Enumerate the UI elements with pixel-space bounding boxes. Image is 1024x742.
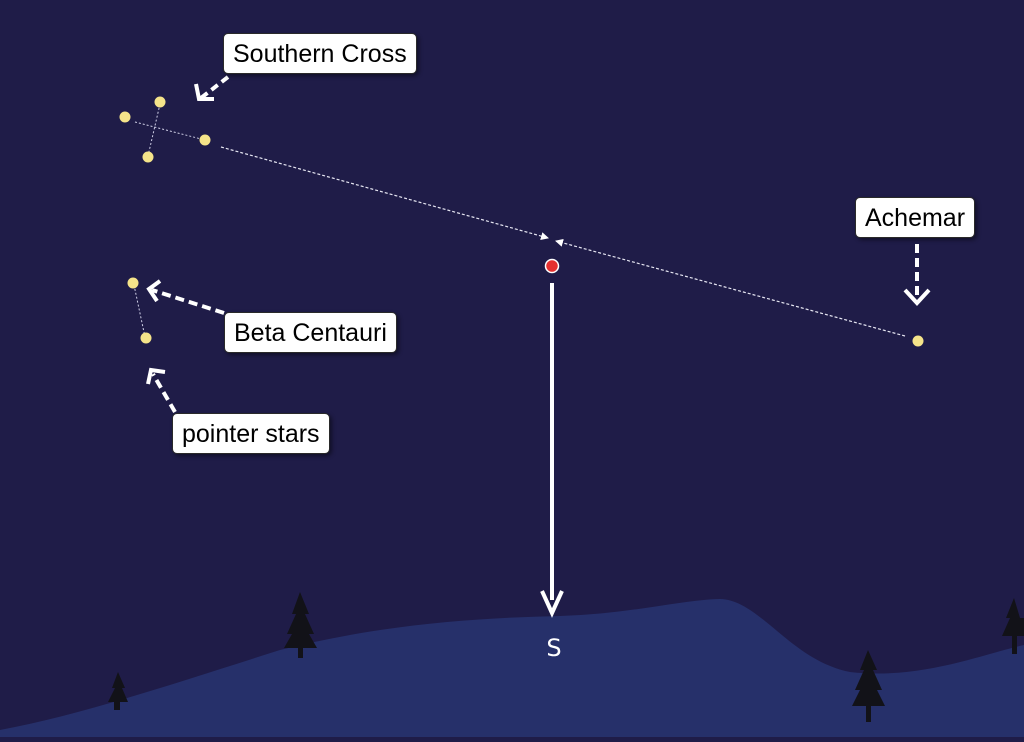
cross-long-axis-line <box>134 121 206 141</box>
achemar-callout-arrow <box>903 244 931 306</box>
south-direction-arrow <box>540 283 564 618</box>
star-icon <box>119 111 131 123</box>
cross-short-axis-line <box>147 103 161 157</box>
pointer-stars-line <box>133 284 146 338</box>
southern-cross-callout-arrow <box>194 75 230 101</box>
star-icon <box>912 335 924 347</box>
pointer-stars-label: pointer stars <box>172 413 330 454</box>
tree-icon <box>852 650 885 722</box>
tree-icon <box>284 592 317 658</box>
south-pole-marker-icon <box>544 258 560 274</box>
achemar-projection-line <box>555 238 906 337</box>
cross-projection-line <box>220 146 549 240</box>
southern-cross-label: Southern Cross <box>223 33 417 74</box>
star-icon <box>154 96 166 108</box>
star-icon <box>127 277 139 289</box>
pointer-stars-callout-arrow <box>146 367 177 414</box>
achemar-label: Achemar <box>855 197 976 238</box>
beta-centauri-callout-arrow <box>146 279 225 315</box>
star-icon <box>199 134 211 146</box>
tree-icon <box>108 672 128 710</box>
star-icon <box>142 151 154 163</box>
compass-south-label: S <box>546 634 562 662</box>
tree-icon <box>1002 598 1024 654</box>
ground-hills <box>0 599 1024 737</box>
beta-centauri-label: Beta Centauri <box>224 312 397 353</box>
star-icon <box>140 332 152 344</box>
